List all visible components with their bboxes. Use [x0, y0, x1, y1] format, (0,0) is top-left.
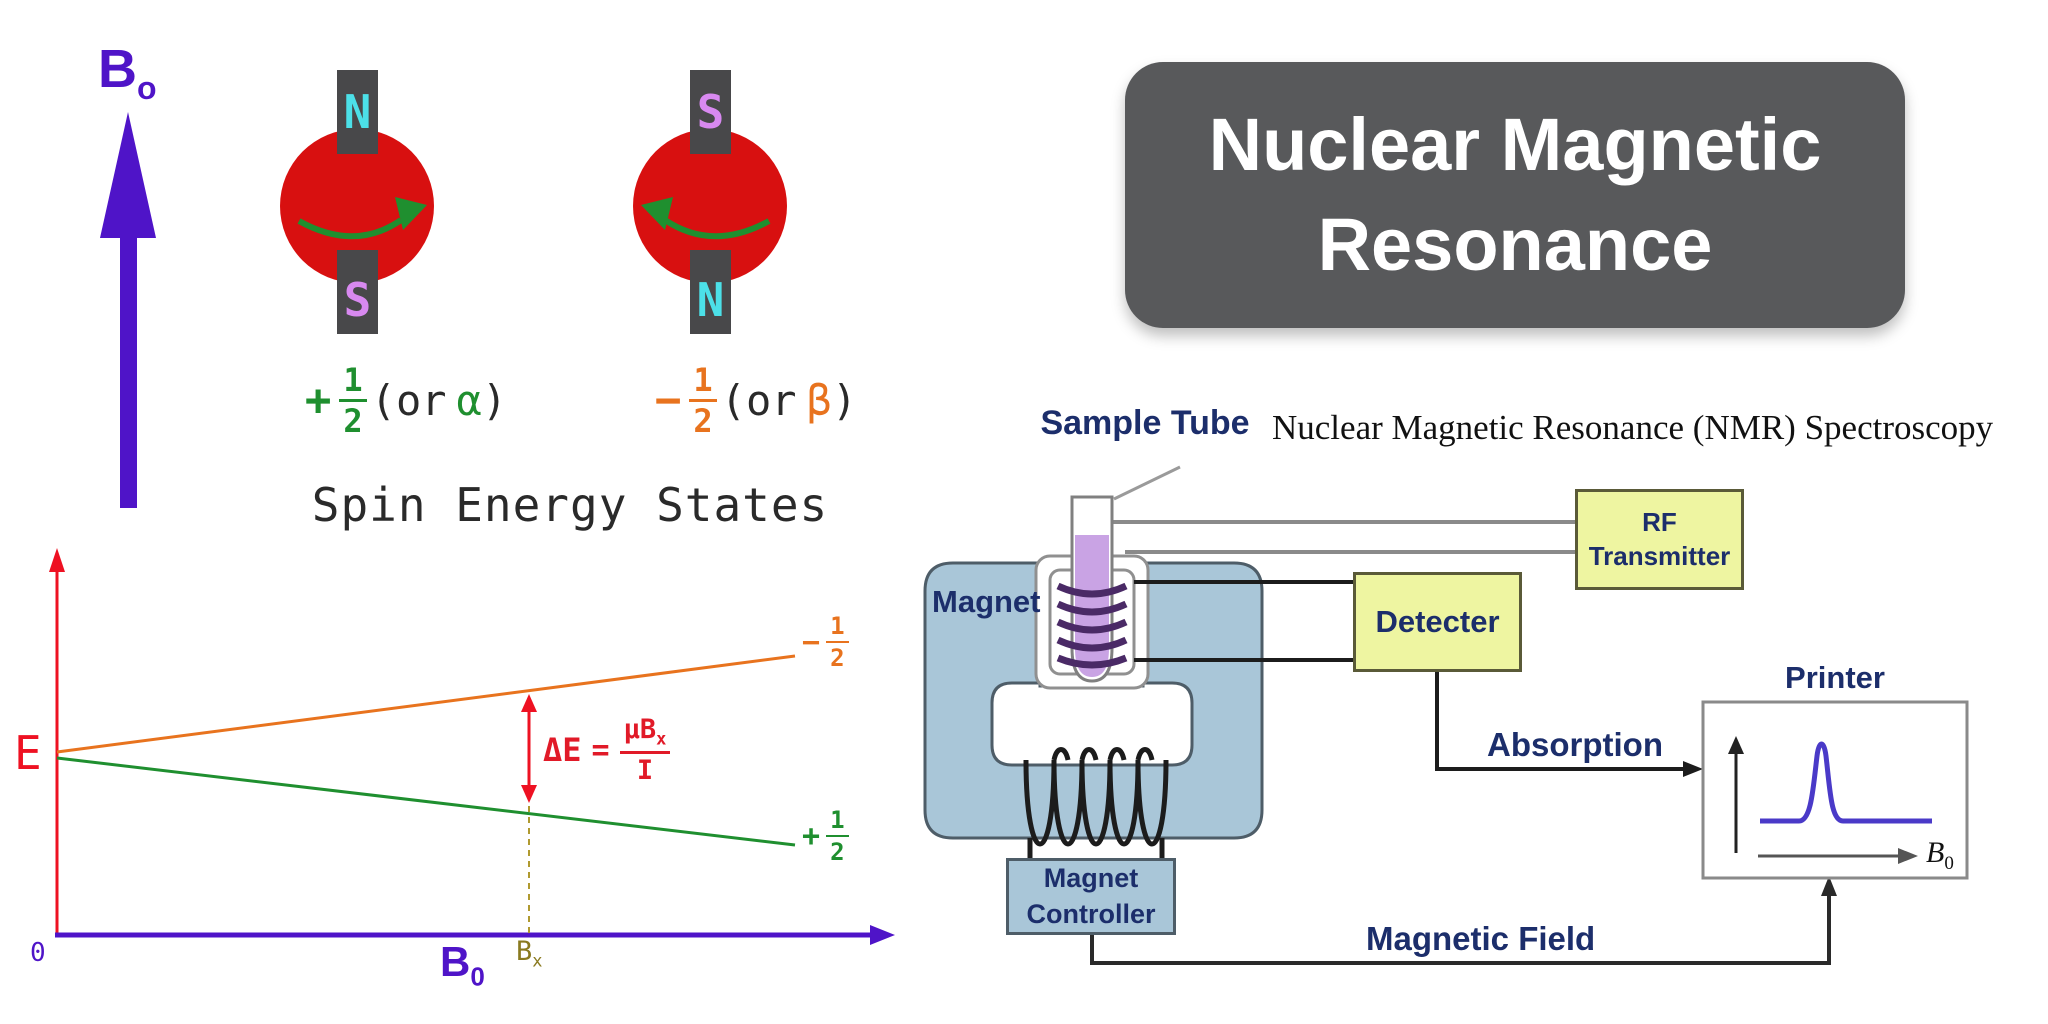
energy-axis-label: E	[14, 726, 42, 780]
title-banner: Nuclear Magnetic Resonance	[1125, 62, 1905, 328]
pole-letter-right-top: S	[696, 85, 725, 139]
apparatus-caption: Nuclear Magnetic Resonance (NMR) Spectro…	[1272, 408, 1994, 447]
minus-sign: −	[654, 374, 682, 426]
energy-y-axis	[49, 548, 65, 937]
delta-e-arrow-icon	[521, 694, 537, 803]
magnetic-field-wire	[1090, 876, 1837, 965]
or-text: (or	[370, 375, 447, 425]
upper-level-label: − 1 2	[802, 614, 849, 670]
plus-sign: +	[304, 374, 332, 426]
sample-tube-label: Sample Tube	[1040, 404, 1250, 442]
printer-label: Printer	[1785, 660, 1885, 695]
printer-plot-axis-label: B0	[1926, 836, 1954, 874]
b0-axis-label: B0	[440, 938, 485, 992]
lower-level-label: + 1 2	[802, 808, 849, 864]
spin-down-nucleus	[633, 129, 787, 283]
b0-field-arrow-icon	[100, 112, 156, 508]
absorption-wire	[1435, 672, 1703, 777]
absorption-label: Absorption	[1487, 726, 1663, 763]
lower-energy-level-line	[56, 756, 796, 847]
magnet-controller-box: Magnet Controller	[1006, 858, 1176, 935]
bx-label: Bx	[516, 936, 543, 972]
magnet-label: Magnet	[932, 584, 1041, 619]
b0-field-label: Bo	[98, 39, 157, 106]
magnet-pole-bars	[337, 70, 731, 334]
sweep-coil	[1023, 747, 1169, 858]
rf-transmitter-box: RF Transmitter	[1575, 489, 1744, 590]
spin-state-plus-half: + 1 2 (or α )	[304, 360, 508, 440]
magnet-yoke	[923, 561, 1264, 840]
delta-e-formula: ΔE = μBx I	[543, 716, 671, 784]
origin-label: 0	[30, 938, 46, 968]
title-line-1: Nuclear Magnetic	[1208, 103, 1822, 186]
detecter-box: Detecter	[1353, 572, 1522, 672]
b0-field-label-sub: o	[137, 69, 157, 106]
spin-rotation-left-icon	[641, 197, 771, 240]
rf-coil	[1056, 582, 1128, 669]
spin-rotation-right-icon	[297, 197, 427, 240]
title-line-2: Resonance	[1317, 203, 1713, 286]
pole-letter-left-bottom: S	[343, 273, 372, 327]
or-text: (or	[720, 375, 797, 425]
plus-half-fraction: 1 2	[339, 364, 367, 437]
rf-transmitter-wires	[1113, 520, 1577, 554]
pole-letter-left-top: N	[343, 85, 372, 139]
spin-up-nucleus	[280, 129, 434, 283]
spin-state-minus-half: − 1 2 (or β )	[654, 360, 858, 440]
minus-half-fraction: 1 2	[689, 364, 717, 437]
pole-letter-right-bottom: N	[696, 273, 725, 327]
magnetic-field-label: Magnetic Field	[1366, 920, 1596, 957]
printer-box	[1701, 700, 1969, 880]
spin-energy-states-caption: Spin Energy States	[311, 478, 829, 532]
sample-tube-pointer-line	[1113, 465, 1181, 501]
sample-tube	[1070, 465, 1181, 683]
energy-x-axis	[55, 925, 895, 945]
beta-symbol: β	[806, 375, 832, 425]
upper-energy-level-line	[56, 654, 796, 754]
detecter-wires	[1134, 580, 1356, 662]
nmr-peak-curve	[1760, 741, 1932, 824]
alpha-symbol: α	[456, 375, 482, 425]
